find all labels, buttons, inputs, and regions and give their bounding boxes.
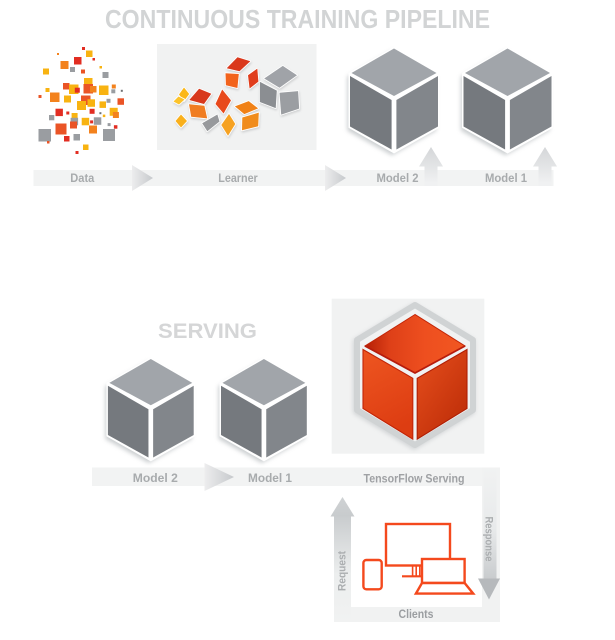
svg-text:CONTINUOUS TRAINING PIPELINE: CONTINUOUS TRAINING PIPELINE: [105, 4, 490, 34]
svg-text:Model 2: Model 2: [377, 173, 419, 185]
svg-text:Data: Data: [70, 173, 95, 185]
svg-text:Response: Response: [483, 517, 495, 562]
svg-text:Model 1: Model 1: [248, 473, 293, 485]
svg-text:Model 1: Model 1: [485, 173, 528, 185]
svg-text:Request: Request: [337, 551, 349, 591]
svg-text:Model 2: Model 2: [133, 473, 178, 485]
svg-text:Clients: Clients: [399, 607, 434, 621]
svg-text:SERVING: SERVING: [158, 320, 257, 343]
svg-text:TensorFlow Serving: TensorFlow Serving: [364, 474, 465, 486]
svg-text:Learner: Learner: [218, 173, 258, 185]
